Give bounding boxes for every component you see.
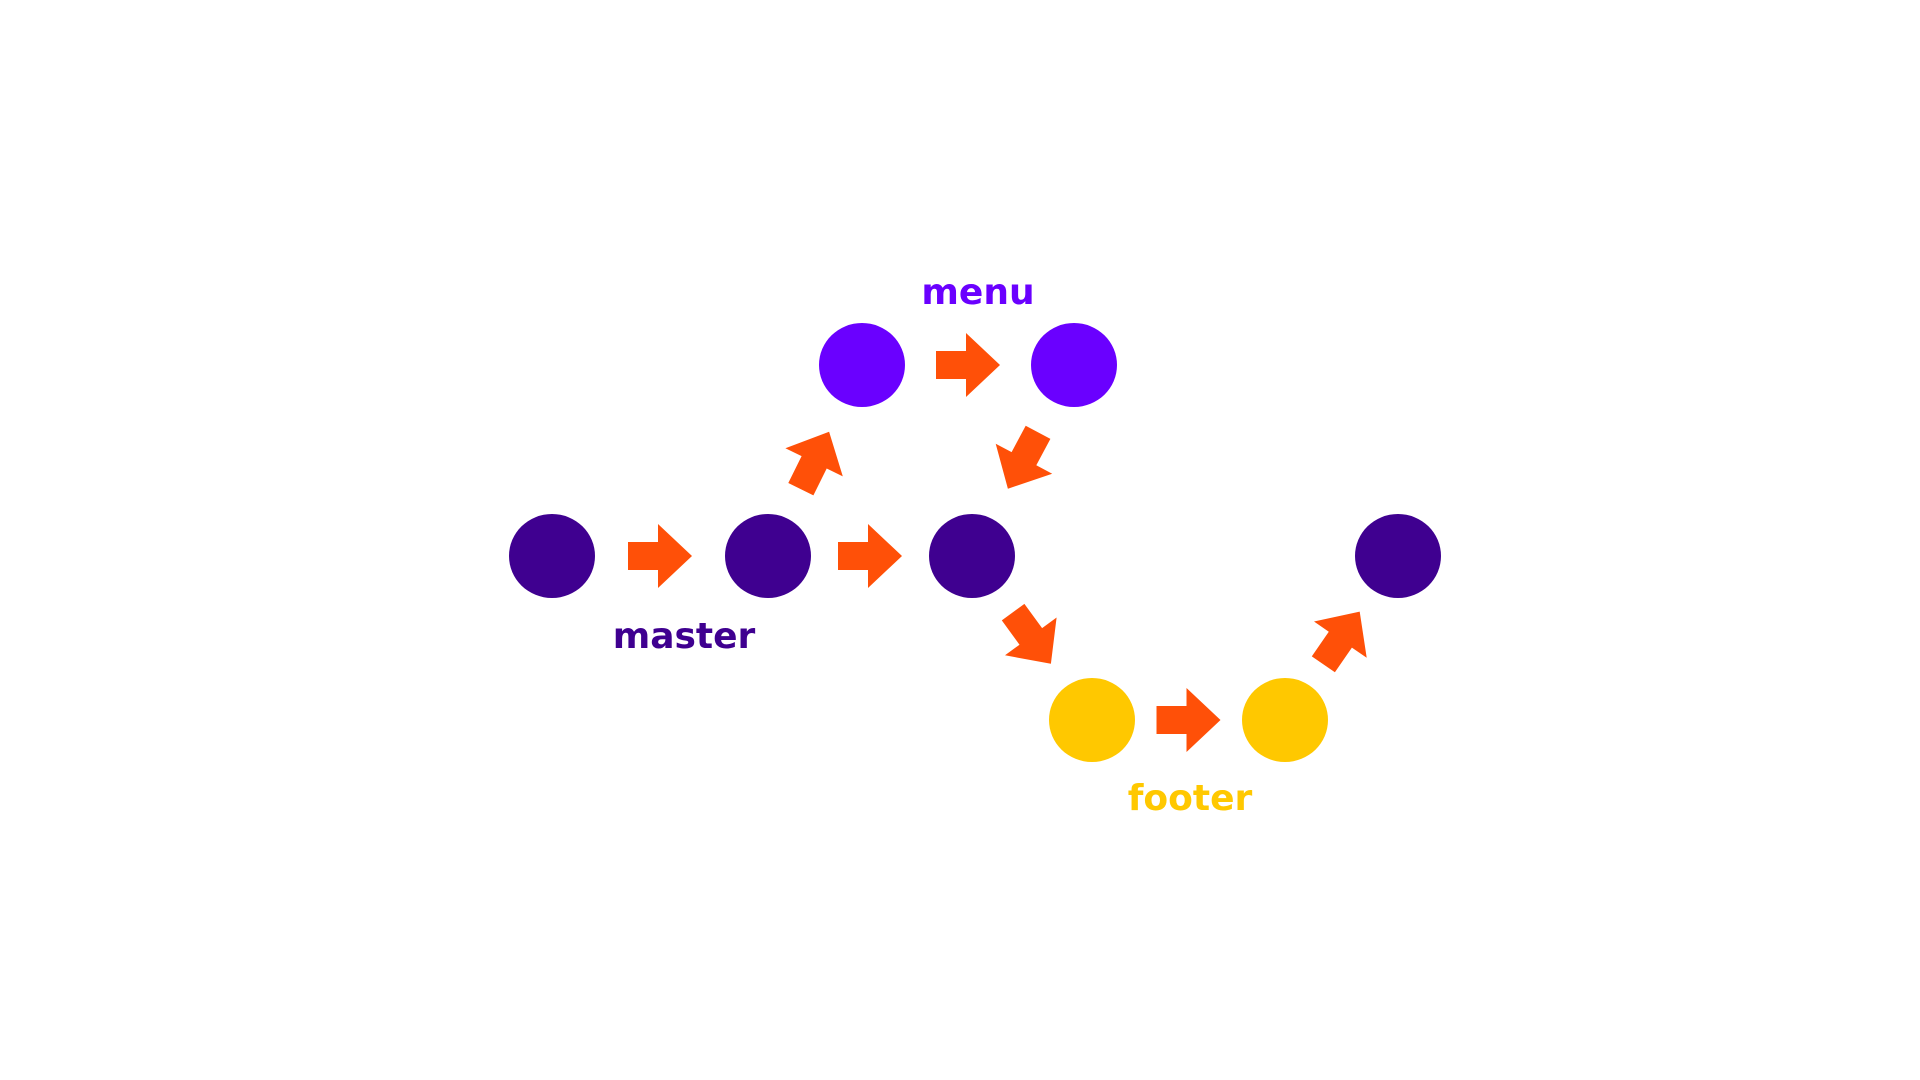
branch-label-master: master <box>613 616 756 657</box>
arrow-master-3-to-footer-1 <box>1001 603 1057 664</box>
arrow-menu-1-to-menu-2 <box>936 333 1000 397</box>
branch-label-footer: footer <box>1128 778 1253 819</box>
commit-node-footer-1 <box>1049 678 1135 762</box>
commit-node-master-2 <box>725 514 811 598</box>
commit-node-menu-1 <box>819 323 905 407</box>
arrows-layer <box>628 333 1367 752</box>
arrow-footer-2-to-master-4 <box>1311 611 1367 673</box>
arrow-master-2-to-menu-1 <box>785 431 843 496</box>
arrow-menu-2-to-master-3 <box>995 425 1053 489</box>
branch-label-menu: menu <box>921 272 1034 313</box>
arrow-footer-1-to-footer-2 <box>1156 688 1221 752</box>
arrow-master-1-to-master-2 <box>628 524 692 588</box>
commits-layer <box>509 323 1441 762</box>
commit-node-master-4 <box>1355 514 1441 598</box>
commit-node-master-3 <box>929 514 1015 598</box>
arrow-master-2-to-master-3 <box>838 524 902 588</box>
commit-node-footer-2 <box>1242 678 1328 762</box>
commit-node-menu-2 <box>1031 323 1117 407</box>
commit-node-master-1 <box>509 514 595 598</box>
